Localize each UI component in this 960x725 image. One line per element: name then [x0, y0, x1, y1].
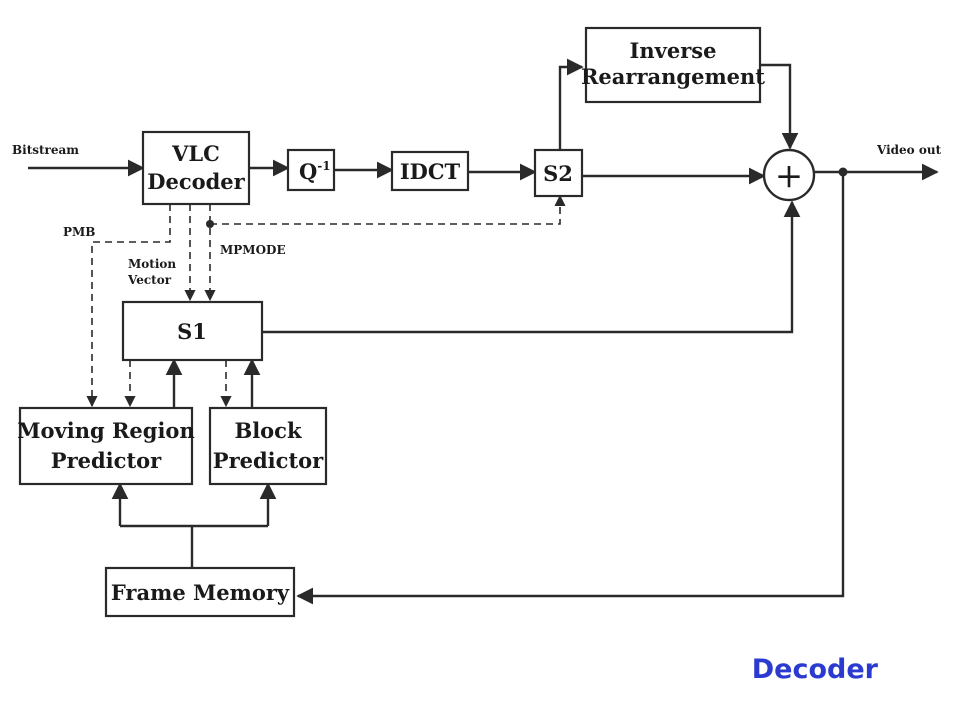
s2-to-inverse-rearrangement-wire: [558, 58, 584, 150]
motion-vector-label-line1: Motion: [128, 257, 176, 271]
block-predictor-label-line1: Block: [234, 418, 302, 443]
vlc-decoder-label-line2: Decoder: [147, 169, 245, 194]
q-inverse-label: Q-1: [299, 159, 331, 184]
adder-plus-symbol: +: [775, 156, 804, 196]
frame-memory-block: Frame Memory: [104, 566, 296, 618]
motion-vector-label-line2: Vector: [127, 273, 172, 287]
inverse-rearrangement-block: Inverse Rearrangement: [581, 26, 765, 104]
inverse-rearrangement-label-line1: Inverse: [630, 38, 717, 63]
solid-connections: [28, 58, 939, 605]
moving-region-predictor-label-line2: Predictor: [51, 448, 162, 473]
idct-block: IDCT: [390, 150, 470, 192]
dashed-connections: [86, 194, 566, 408]
s1-switch-block: S1: [121, 300, 264, 362]
q-inverse-block: Q-1: [286, 148, 336, 192]
vlc-decoder-block: VLC Decoder: [141, 130, 251, 206]
inverse-rearrangement-label-line2: Rearrangement: [581, 64, 765, 89]
pmb-control-wire: [86, 204, 171, 408]
inverse-rearrangement-to-adder-wire: [760, 63, 799, 150]
s1-label: S1: [177, 319, 207, 344]
moving-region-predictor-label-line1: Moving Region: [17, 418, 194, 443]
s2-switch-block: S2: [533, 148, 584, 198]
pmb-label: PMB: [63, 225, 95, 239]
moving-region-predictor-block: Moving Region Predictor: [17, 406, 195, 486]
frame-memory-label: Frame Memory: [111, 580, 290, 605]
idct-label: IDCT: [400, 159, 461, 184]
s1-to-adder-wire: [262, 200, 801, 334]
bitstream-label: Bitstream: [12, 143, 79, 157]
decoder-caption: Decoder: [752, 654, 879, 685]
vlc-decoder-label-line1: VLC: [171, 141, 220, 166]
mpmode-label: MPMODE: [220, 243, 286, 257]
output-junction-dot: [838, 167, 848, 177]
adder-block: +: [762, 148, 816, 202]
mpmode-junction-dot: [206, 220, 214, 228]
s2-label: S2: [543, 161, 573, 186]
video-out-label: Video out: [876, 143, 942, 157]
block-predictor-label-line2: Predictor: [213, 448, 324, 473]
block-predictor-block: Block Predictor: [208, 406, 328, 486]
feedback-to-frame-memory-wire: [296, 172, 845, 605]
mpmode-to-s2-control-wire: [210, 194, 566, 225]
